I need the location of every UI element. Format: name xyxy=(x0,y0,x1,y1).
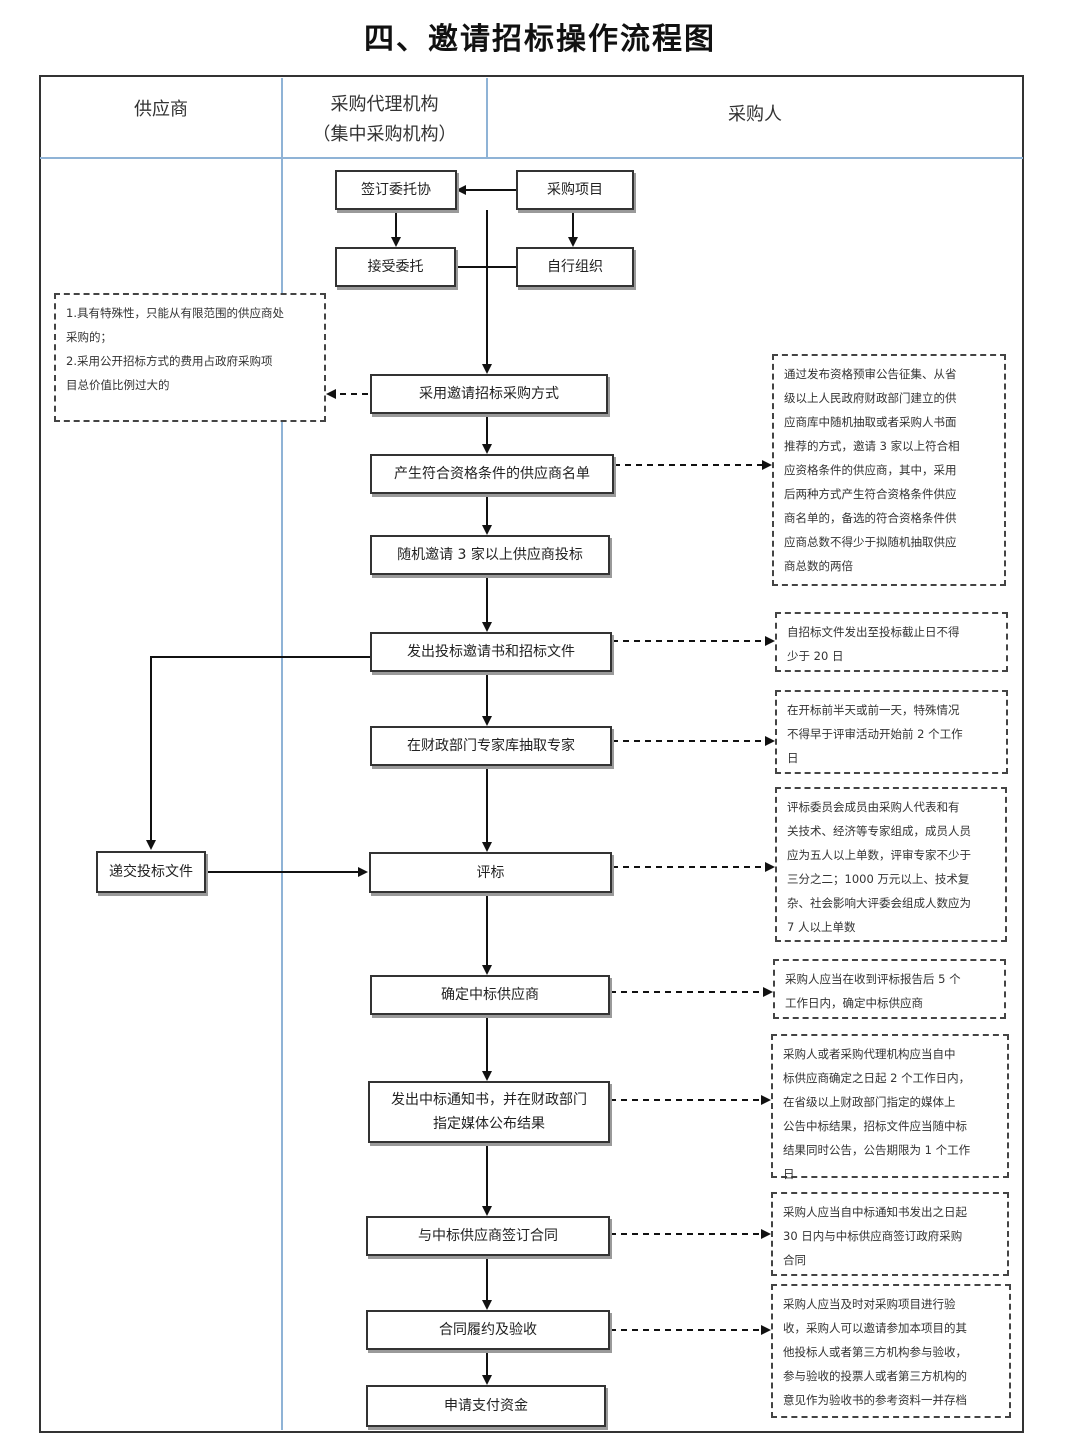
note-qualify-line: 推荐的方式，邀请 3 家以上符合相 xyxy=(784,439,960,453)
node-invite-method: 采用邀请招标采购方式 xyxy=(370,374,608,414)
lane-header-agency: 采购代理机构 （集中采购机构） xyxy=(282,90,487,150)
outer-frame xyxy=(39,75,1024,1433)
note-condition: 1.具有特殊性，只能从有限范围的供应商处 采购的； 2.采用公开招标方式的费用占… xyxy=(54,293,326,422)
note-experts-line: 在开标前半天或前一天，特殊情况 xyxy=(787,703,960,717)
note-deadline-line: 自招标文件发出至投标截止日不得 xyxy=(787,625,960,639)
lane-header-agency-title: 采购代理机构 xyxy=(330,94,439,115)
lane-header-purchaser: 采购人 xyxy=(728,104,782,125)
node-evaluate: 评标 xyxy=(369,852,612,893)
node-submit-bid: 递交投标文件 xyxy=(96,851,206,893)
node-random-invite: 随机邀请 3 家以上供应商投标 xyxy=(370,535,610,575)
node-determine-winner: 确定中标供应商 xyxy=(370,975,610,1015)
note-committee-line: 杂、社会影响大评委会组成人数应为 xyxy=(787,896,971,910)
note-contract: 采购人应当自中标通知书发出之日起 30 日内与中标供应商签订政府采购 合同 xyxy=(771,1192,1009,1276)
node-extract-experts: 在财政部门专家库抽取专家 xyxy=(370,726,612,766)
note-acceptance-line: 采购人应当及时对采购项目进行验 xyxy=(783,1297,956,1311)
note-deadline: 自招标文件发出至投标截止日不得 少于 20 日 xyxy=(775,612,1008,672)
note-condition-line: 1.具有特殊性，只能从有限范围的供应商处 xyxy=(66,306,284,320)
lane-header-agency-subtitle: （集中采购机构） xyxy=(312,124,457,145)
note-experts: 在开标前半天或前一天，特殊情况 不得早于评审活动开始前 2 个工作 日 xyxy=(775,690,1008,774)
note-contract-line: 采购人应当自中标通知书发出之日起 xyxy=(783,1205,967,1219)
note-announce-line: 在省级以上财政部门指定的媒体上 xyxy=(783,1095,956,1109)
note-condition-line: 2.采用公开招标方式的费用占政府采购项 xyxy=(66,354,273,368)
note-qualify: 通过发布资格预审公告征集、从省 级以上人民政府财政部门建立的供 应商库中随机抽取… xyxy=(772,354,1006,586)
note-acceptance-line: 参与验收的投票人或者第三方机构的 xyxy=(783,1369,967,1383)
note-acceptance-line: 收，采购人可以邀请参加本项目的其 xyxy=(783,1321,967,1335)
note-acceptance-line: 他投标人或者第三方机构参与验收， xyxy=(783,1345,967,1359)
note-committee-line: 7 人以上单数 xyxy=(787,920,856,934)
note-contract-line: 合同 xyxy=(783,1253,806,1267)
note-qualify-line: 通过发布资格预审公告征集、从省 xyxy=(784,367,957,381)
note-committee-line: 关技术、经济等专家组成，成员人员 xyxy=(787,824,971,838)
note-acceptance: 采购人应当及时对采购项目进行验 收，采购人可以邀请参加本项目的其 他投标人或者第… xyxy=(771,1284,1011,1418)
node-apply-payment: 申请支付资金 xyxy=(366,1385,606,1427)
node-sign-contract: 与中标供应商签订合同 xyxy=(366,1216,610,1256)
node-performance: 合同履约及验收 xyxy=(366,1310,610,1350)
note-qualify-line: 商名单的，备选的符合资格条件供 xyxy=(784,511,957,525)
node-sign-entrust: 签订委托协 xyxy=(335,170,457,210)
note-committee-line: 三分之二；1000 万元以上、技术复 xyxy=(787,872,970,886)
note-winner-line: 工作日内，确定中标供应商 xyxy=(785,996,923,1010)
note-qualify-line: 应商总数不得少于拟随机抽取供应 xyxy=(784,535,957,549)
node-award-notice-line-1: 发出中标通知书，并在财政部门 xyxy=(391,1092,587,1108)
note-qualify-line: 级以上人民政府财政部门建立的供 xyxy=(784,391,957,405)
note-announce-line: 采购人或者采购代理机构应当自中 xyxy=(783,1047,956,1061)
node-qualified-list: 产生符合资格条件的供应商名单 xyxy=(370,454,614,494)
note-condition-line: 采购的； xyxy=(66,330,112,344)
node-issue-invitation: 发出投标邀请书和招标文件 xyxy=(370,632,612,672)
arrow-issue-to-submit xyxy=(146,656,370,850)
node-award-notice: 发出中标通知书，并在财政部门 指定媒体公布结果 xyxy=(368,1081,610,1143)
note-winner-line: 采购人应当在收到评标报告后 5 个 xyxy=(785,972,961,986)
node-self-organize: 自行组织 xyxy=(516,247,634,287)
note-announce-line: 标供应商确定之日起 2 个工作日内， xyxy=(783,1071,971,1085)
note-qualify-line: 商总数的两倍 xyxy=(784,559,853,573)
note-announce-line: 日 xyxy=(783,1167,795,1181)
note-qualify-line: 后两种方式产生符合资格条件供应 xyxy=(784,487,957,501)
note-announce: 采购人或者采购代理机构应当自中 标供应商确定之日起 2 个工作日内， 在省级以上… xyxy=(771,1034,1009,1181)
note-qualify-line: 应商库中随机抽取或者采购人书面 xyxy=(784,415,957,429)
node-accept-entrust: 接受委托 xyxy=(335,247,456,287)
note-announce-line: 公告中标结果，招标文件应当随中标 xyxy=(783,1119,967,1133)
note-committee-line: 评标委员会成员由采购人代表和有 xyxy=(787,800,960,814)
note-committee: 评标委员会成员由采购人代表和有 关技术、经济等专家组成，成员人员 应为五人以上单… xyxy=(775,787,1007,942)
node-award-notice-line-2: 指定媒体公布结果 xyxy=(433,1116,545,1132)
note-announce-line: 结果同时公告，公告期限为 1 个工作 xyxy=(783,1143,971,1157)
page-title: 四、邀请招标操作流程图 xyxy=(364,22,716,57)
note-winner: 采购人应当在收到评标报告后 5 个 工作日内，确定中标供应商 xyxy=(773,959,1006,1019)
note-experts-line: 日 xyxy=(787,751,799,765)
note-qualify-line: 应资格条件的供应商，其中，采用 xyxy=(784,463,957,477)
note-acceptance-line: 意见作为验收书的参考资料一并存档 xyxy=(783,1393,967,1407)
lane-header-supplier: 供应商 xyxy=(134,99,188,120)
node-purchase-project: 采购项目 xyxy=(516,170,634,210)
note-experts-line: 不得早于评审活动开始前 2 个工作 xyxy=(787,727,963,741)
note-committee-line: 应为五人以上单数，评审专家不少于 xyxy=(787,848,971,862)
note-deadline-line: 少于 20 日 xyxy=(787,649,844,663)
note-condition-line: 目总价值比例过大的 xyxy=(66,378,170,392)
note-contract-line: 30 日内与中标供应商签订政府采购 xyxy=(783,1229,963,1243)
